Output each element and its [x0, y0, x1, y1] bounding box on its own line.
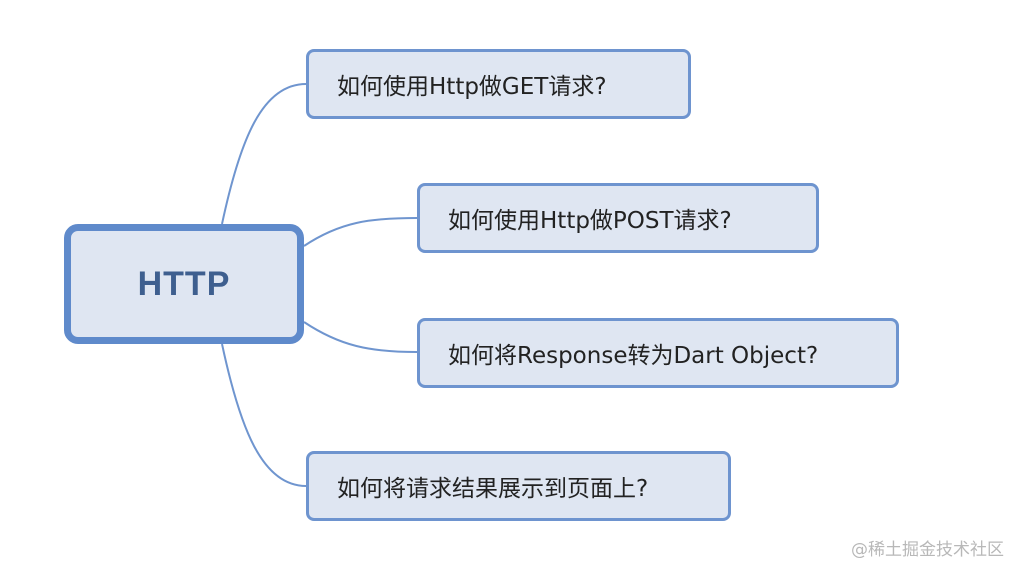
- node-response-to-dart-object[interactable]: 如何将Response转为Dart Object?: [417, 318, 899, 388]
- connector-to-post-request: [303, 217, 418, 247]
- node-display-results[interactable]: 如何将请求结果展示到页面上?: [306, 451, 731, 521]
- connector-to-response-convert: [303, 321, 418, 353]
- root-node-label: HTTP: [137, 264, 231, 303]
- node-label: 如何使用Http做POST请求?: [448, 208, 732, 234]
- node-label: 如何使用Http做GET请求?: [337, 74, 607, 100]
- node-label: 如何将Response转为Dart Object?: [448, 343, 819, 369]
- node-label: 如何将请求结果展示到页面上?: [337, 476, 649, 502]
- connector-to-display-results: [221, 343, 307, 487]
- connector-to-get-request: [221, 83, 307, 225]
- watermark: @稀土掘金技术社区: [851, 540, 1004, 560]
- root-node-http[interactable]: HTTP: [64, 224, 304, 344]
- node-get-request[interactable]: 如何使用Http做GET请求?: [306, 49, 691, 119]
- node-post-request[interactable]: 如何使用Http做POST请求?: [417, 183, 819, 253]
